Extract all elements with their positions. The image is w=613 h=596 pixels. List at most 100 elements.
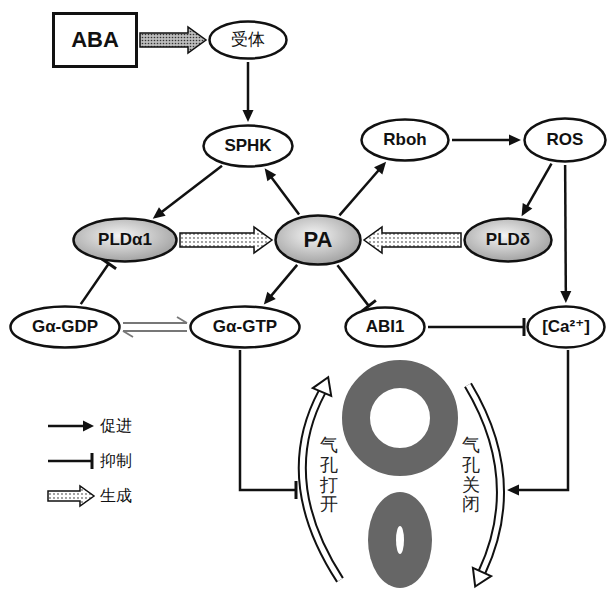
node-label: PA	[304, 227, 333, 252]
normal-connector	[522, 164, 552, 216]
normal-connector	[452, 135, 521, 146]
connector-line	[527, 164, 552, 208]
ellipse-shape	[276, 216, 361, 265]
normal-connector	[243, 62, 254, 122]
node-label: 受体	[231, 30, 265, 50]
forward-line	[123, 322, 187, 324]
legend-text: 促进	[100, 415, 132, 437]
generate-arrow	[140, 27, 206, 53]
connector-line	[270, 265, 297, 297]
enzyme-ellipse: PLDδ	[463, 217, 553, 263]
arrow-head	[473, 568, 491, 587]
vertical-label: 气孔关闭	[462, 436, 480, 515]
inhibit-bar	[295, 481, 298, 499]
ellipse-shape	[11, 307, 120, 348]
connector-line	[428, 326, 524, 329]
inhibit-connector	[337, 265, 375, 311]
curved-arrow-inner	[302, 392, 340, 580]
enzyme-ellipse: Rboh	[360, 118, 450, 162]
arrow-head	[264, 292, 276, 305]
arrow-head	[243, 110, 254, 122]
legend-text: 生成	[100, 485, 132, 507]
receptor-ellipse: 受体	[208, 20, 288, 60]
gen-connector	[180, 227, 272, 253]
harpoon	[123, 331, 133, 337]
node-label: Gα-GTP	[213, 317, 277, 337]
node-label: ABI1	[366, 317, 405, 337]
molecule-ellipse: PA	[274, 214, 362, 266]
equil-connector	[123, 317, 187, 337]
ion-ellipse: [Ca²⁺]	[526, 305, 606, 349]
enzyme-ellipse: SPHK	[202, 124, 294, 168]
ellipse-shape	[191, 307, 300, 348]
inhibit-connector	[428, 318, 524, 336]
arrow-head	[507, 485, 519, 496]
ellipse-shape	[525, 119, 606, 162]
reverse-line	[123, 330, 187, 332]
generate-arrow	[180, 227, 272, 253]
inhibit-bar	[523, 318, 526, 336]
legend-inhibit-bar	[91, 453, 94, 469]
closed-stoma	[368, 492, 432, 588]
legend-inhibit-sample	[48, 460, 92, 463]
normal-connector	[339, 162, 386, 216]
promote-wire	[518, 350, 568, 490]
ellipse-shape	[210, 22, 287, 59]
normal-connector	[560, 165, 571, 303]
normal-connector	[264, 265, 297, 305]
gen-connector	[364, 227, 461, 253]
node-label: Rboh	[383, 130, 426, 150]
generate-arrow	[364, 227, 461, 253]
arrow-head	[374, 162, 386, 175]
arrow-head	[522, 203, 533, 216]
genDark-connector	[140, 27, 206, 53]
protein-ellipse: Gα-GTP	[189, 305, 301, 349]
vertical-label: 气孔打开	[320, 436, 338, 515]
connector-line	[161, 166, 222, 213]
legend-text: 抑制	[100, 450, 132, 472]
legend-promote-sample	[48, 425, 84, 428]
ellipse-shape	[74, 219, 177, 262]
node-label: SPHK	[224, 136, 271, 156]
stoma-slit	[396, 526, 404, 554]
node-label: ABA	[71, 27, 119, 52]
inhibit-wire	[240, 350, 296, 490]
open-stoma	[356, 374, 444, 462]
ellipse-shape	[362, 120, 449, 161]
harpoon	[177, 317, 187, 323]
ellipse-shape	[346, 308, 425, 347]
node-label: [Ca²⁺]	[542, 317, 590, 337]
node-label: PLDα1	[98, 230, 152, 250]
legend-promote-head	[83, 421, 94, 432]
connector-line	[247, 62, 250, 112]
ellipse-shape	[465, 219, 552, 262]
arrow-head	[313, 377, 331, 396]
protein-ellipse: Gα-GDP	[9, 305, 121, 349]
ellipse-shape	[528, 307, 605, 348]
legend-generate-sample	[48, 486, 94, 506]
enzyme-ellipse: PLDα1	[72, 217, 178, 263]
arrow-head	[509, 135, 521, 146]
connector-line	[81, 264, 109, 304]
normal-connector	[265, 168, 299, 214]
normal-connector	[153, 166, 222, 219]
connector-line	[337, 265, 368, 306]
connector-line	[452, 139, 511, 142]
arrow-head	[153, 207, 166, 219]
node-label: ROS	[547, 130, 584, 150]
connector-line	[339, 169, 379, 215]
inhibit-connector	[81, 259, 116, 305]
node-label: PLDδ	[486, 230, 530, 250]
curved-arrow	[302, 392, 340, 580]
node-label: Gα-GDP	[32, 317, 98, 337]
rect-shape	[54, 14, 137, 67]
connector-line	[271, 176, 299, 214]
ellipse-shape	[204, 126, 293, 167]
stimulus-box: ABA	[52, 12, 138, 68]
protein-ellipse: ABI1	[344, 306, 426, 348]
connector-line	[564, 165, 567, 293]
arrow-head	[560, 291, 571, 303]
